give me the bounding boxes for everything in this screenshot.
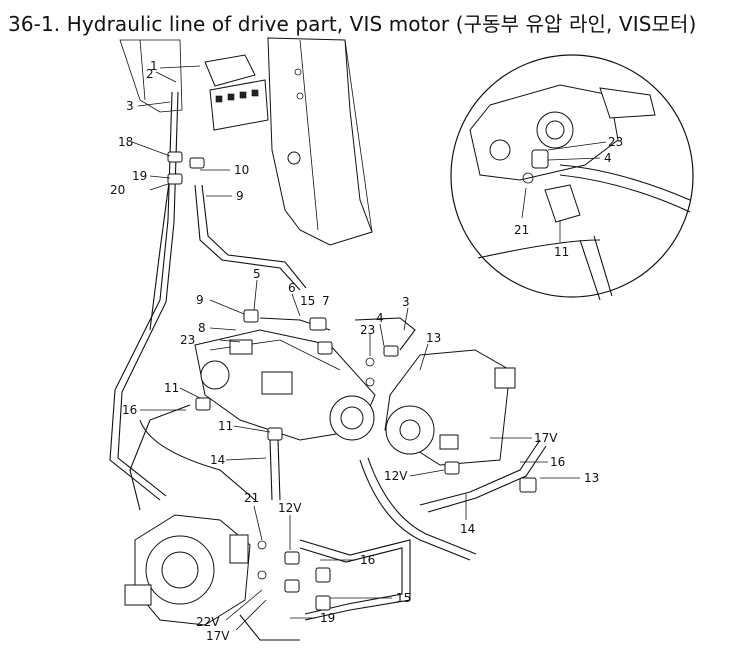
callout-6: 6: [288, 281, 296, 295]
callout-13a: 13: [426, 331, 441, 345]
callout-2: 2: [146, 67, 154, 81]
detail-callout-11: 11: [554, 245, 569, 259]
callout-18: 18: [118, 135, 133, 149]
callout-23a: 23: [180, 333, 195, 347]
callout-19b: 19: [320, 611, 335, 625]
callout-23b: 23: [360, 323, 375, 337]
fittings: [167, 151, 537, 611]
callout-8: 8: [198, 321, 206, 335]
hose-lines: [109, 91, 547, 641]
detail-callout-23: 23: [608, 135, 623, 149]
callout-15a: 15: [300, 294, 315, 308]
callout-1: 1: [150, 59, 158, 73]
detail-callout-4: 4: [604, 151, 612, 165]
detail-callout-21: 21: [514, 223, 529, 237]
callout-16b: 16: [550, 455, 565, 469]
callout-12v-a: 12V: [384, 469, 408, 483]
callout-16c: 16: [360, 553, 375, 567]
callout-11b: 11: [218, 419, 233, 433]
callout-3b: 3: [402, 295, 410, 309]
callout-10: 10: [234, 163, 249, 177]
callout-14b: 14: [460, 522, 475, 536]
callout-17v-a: 17V: [534, 431, 558, 445]
frame-plate: [267, 37, 373, 246]
detail-inset: [450, 54, 694, 301]
callout-14a: 14: [210, 453, 225, 467]
callout-19: 19: [132, 169, 147, 183]
callout-4a: 4: [376, 311, 384, 325]
leader-lines: [131, 65, 607, 631]
callout-13b: 13: [584, 471, 599, 485]
callout-22v: 22V: [196, 615, 220, 629]
callout-labels: 1 2 3 18 10 19 20 9 5 6 9 15 7 3 8 23 4 …: [110, 59, 623, 643]
callout-16a: 16: [122, 403, 137, 417]
valve-block: [204, 54, 269, 131]
callout-11a: 11: [164, 381, 179, 395]
callout-21a: 21: [244, 491, 259, 505]
callout-12v-b: 12V: [278, 501, 302, 515]
right-motor: [384, 349, 516, 466]
left-motor: [124, 514, 251, 626]
hydraulic-pump: [194, 329, 376, 441]
callout-9b: 9: [196, 293, 204, 307]
callout-3a: 3: [126, 99, 134, 113]
callout-7: 7: [322, 294, 330, 308]
callout-9a: 9: [236, 189, 244, 203]
callout-15b: 15: [396, 591, 411, 605]
callout-20: 20: [110, 183, 125, 197]
callout-17v-b: 17V: [206, 629, 230, 643]
callout-5: 5: [253, 267, 261, 281]
diagram-title: 36-1. Hydraulic line of drive part, VIS …: [8, 12, 697, 36]
